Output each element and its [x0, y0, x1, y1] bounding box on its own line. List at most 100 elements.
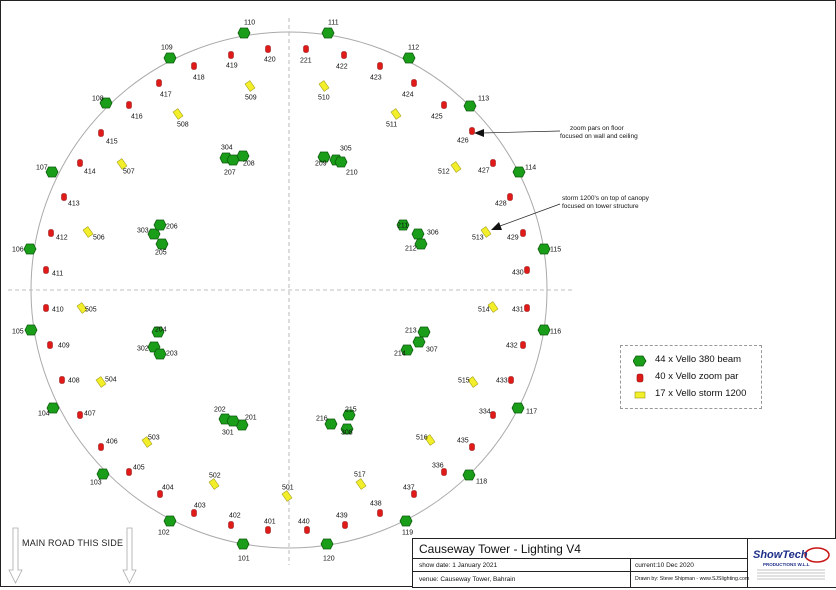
storm-fixture[interactable]: 510 [318, 80, 330, 102]
storm-fixture[interactable]: 508 [172, 108, 189, 129]
zoom-fixture[interactable]: 437 [403, 485, 417, 498]
zoom-fixture[interactable]: 419 [226, 51, 238, 70]
beam-fixture[interactable]: 115 [537, 243, 561, 255]
storm-fixture[interactable]: 517 [354, 472, 367, 490]
zoom-fixture[interactable]: 414 [77, 159, 96, 176]
zoom-fixture[interactable]: 430 [512, 266, 530, 277]
fixture-id-label: 109 [161, 45, 173, 52]
storm-fixture[interactable]: 515 [458, 376, 479, 388]
zoom-fixture[interactable]: 221 [300, 45, 312, 65]
zoom-fixture[interactable]: 420 [264, 45, 276, 64]
fixture-id-label: 502 [209, 473, 221, 480]
beam-fixture[interactable]: 104 [38, 402, 60, 418]
beam-fixture[interactable]: 116 [537, 324, 561, 336]
beam-fixture[interactable]: 111 [321, 20, 339, 39]
zoom-fixture[interactable]: 413 [61, 193, 80, 208]
storm-fixture[interactable]: 513 [472, 226, 492, 242]
storm-fixture[interactable]: 506 [82, 226, 105, 242]
beam-fixture[interactable]: 117 [511, 402, 537, 416]
storm-fixture[interactable]: 511 [386, 108, 402, 129]
beam-fixture[interactable]: 109 [161, 45, 177, 64]
beam-fixture[interactable]: 215 [342, 407, 357, 421]
zoom-fixture[interactable]: 435 [457, 438, 475, 451]
zoom-fixture[interactable]: 401 [264, 519, 276, 534]
zoom-fixture[interactable]: 440 [298, 519, 310, 534]
beam-fixture[interactable]: 204 [151, 327, 167, 338]
zoom-fixture[interactable]: 425 [431, 101, 447, 121]
zoom-fixture[interactable]: 411 [43, 266, 64, 278]
zoom-fixture[interactable]: 336 [432, 463, 447, 476]
storm-fixture[interactable]: 501 [281, 485, 294, 502]
zoom-fixture[interactable]: 424 [402, 79, 417, 99]
zoom-fixture[interactable]: 402 [228, 513, 241, 529]
zoom-fixture[interactable]: 422 [336, 51, 348, 71]
beam-fixture[interactable]: 118 [462, 469, 487, 486]
storm-fixture-icon [116, 158, 128, 170]
zoom-fixture[interactable]: 409 [47, 341, 70, 350]
beam-fixture[interactable]: 210 [334, 156, 358, 177]
zoom-fixture[interactable]: 403 [191, 503, 206, 517]
fixture-id-label: 304 [221, 145, 233, 152]
fixtures-layer: 110 111 109 112 108 113 107 114 106 115 105 116 104 1… [12, 20, 561, 563]
zoom-fixture[interactable]: 412 [48, 229, 68, 242]
zoom-fixture[interactable]: 406 [98, 439, 118, 451]
beam-fixture-icon [402, 52, 416, 64]
storm-fixture[interactable]: 509 [244, 80, 257, 102]
storm-fixture[interactable]: 507 [116, 158, 135, 176]
beam-fixture[interactable]: 102 [158, 515, 177, 537]
beam-fixture[interactable]: 307 [412, 336, 438, 354]
beam-fixture[interactable]: 119 [399, 515, 413, 537]
zoom-fixture[interactable]: 439 [336, 513, 348, 529]
beam-fixture[interactable]: 214 [394, 344, 414, 358]
zoom-fixture[interactable]: 423 [370, 62, 383, 82]
beam-fixture[interactable]: 107 [36, 165, 59, 178]
beam-fixture[interactable]: 120 [320, 538, 335, 563]
beam-fixture[interactable]: 103 [90, 468, 110, 487]
storm-fixture[interactable]: 512 [438, 161, 462, 176]
zoom-fixture[interactable]: 432 [506, 341, 526, 350]
beam-fixture[interactable]: 112 [402, 45, 419, 64]
beam-fixture[interactable]: 203 [153, 348, 178, 360]
storm-fixture[interactable]: 514 [478, 301, 499, 314]
zoom-fixture[interactable]: 404 [157, 485, 174, 498]
zoom-fixture[interactable]: 408 [59, 376, 80, 385]
beam-fixture[interactable]: 209 [315, 151, 331, 168]
beam-fixture[interactable]: 308 [340, 423, 354, 437]
zoom-fixture[interactable]: 334 [479, 409, 496, 419]
zoom-fixture[interactable]: 407 [77, 411, 96, 419]
beam-fixture[interactable]: 216 [316, 416, 338, 430]
zoom-fixture[interactable]: 417 [156, 79, 172, 99]
zoom-fixture[interactable]: 418 [191, 62, 205, 82]
beam-fixture[interactable]: 101 [236, 538, 250, 563]
beam-fixture[interactable]: 114 [512, 165, 536, 178]
beam-fixture[interactable]: 213 [405, 326, 431, 338]
zoom-fixture[interactable]: 410 [43, 304, 64, 314]
storm-fixture[interactable]: 505 [76, 302, 97, 314]
beam-fixture[interactable]: 105 [12, 324, 38, 336]
beam-fixture[interactable]: 206 [153, 219, 178, 231]
storm-fixture[interactable]: 503 [141, 435, 160, 448]
storm-fixture[interactable]: 504 [95, 376, 117, 388]
zoom-fixture[interactable]: 415 [98, 129, 118, 146]
zoom-fixture[interactable]: 428 [495, 193, 513, 208]
beam-fixture[interactable]: 211 [396, 219, 410, 231]
zoom-fixture[interactable]: 429 [507, 229, 526, 242]
storm-fixture[interactable]: 516 [416, 434, 436, 446]
beam-fixture[interactable]: 110 [237, 20, 255, 39]
beam-fixture[interactable]: 113 [463, 96, 489, 112]
zoom-fixture[interactable]: 416 [126, 101, 143, 121]
fixture-id-label: 516 [416, 435, 428, 442]
beam-fixture[interactable]: 301 [222, 415, 240, 437]
zoom-fixture[interactable]: 405 [126, 465, 145, 476]
zoom-fixture[interactable]: 426 [457, 127, 475, 145]
zoom-fixture[interactable]: 438 [370, 501, 383, 517]
beam-fixture[interactable]: 108 [92, 96, 113, 109]
beam-fixture[interactable]: 205 [155, 238, 169, 257]
beam-fixture[interactable]: 212 [405, 238, 428, 253]
beam-fixture[interactable]: 106 [12, 243, 37, 255]
zoom-fixture[interactable]: 431 [512, 304, 530, 314]
zoom-fixture[interactable]: 433 [496, 376, 514, 385]
zoom-fixture[interactable]: 427 [478, 159, 496, 175]
storm-fixture[interactable]: 502 [208, 473, 221, 490]
beam-fixture[interactable]: 207 [224, 154, 240, 177]
